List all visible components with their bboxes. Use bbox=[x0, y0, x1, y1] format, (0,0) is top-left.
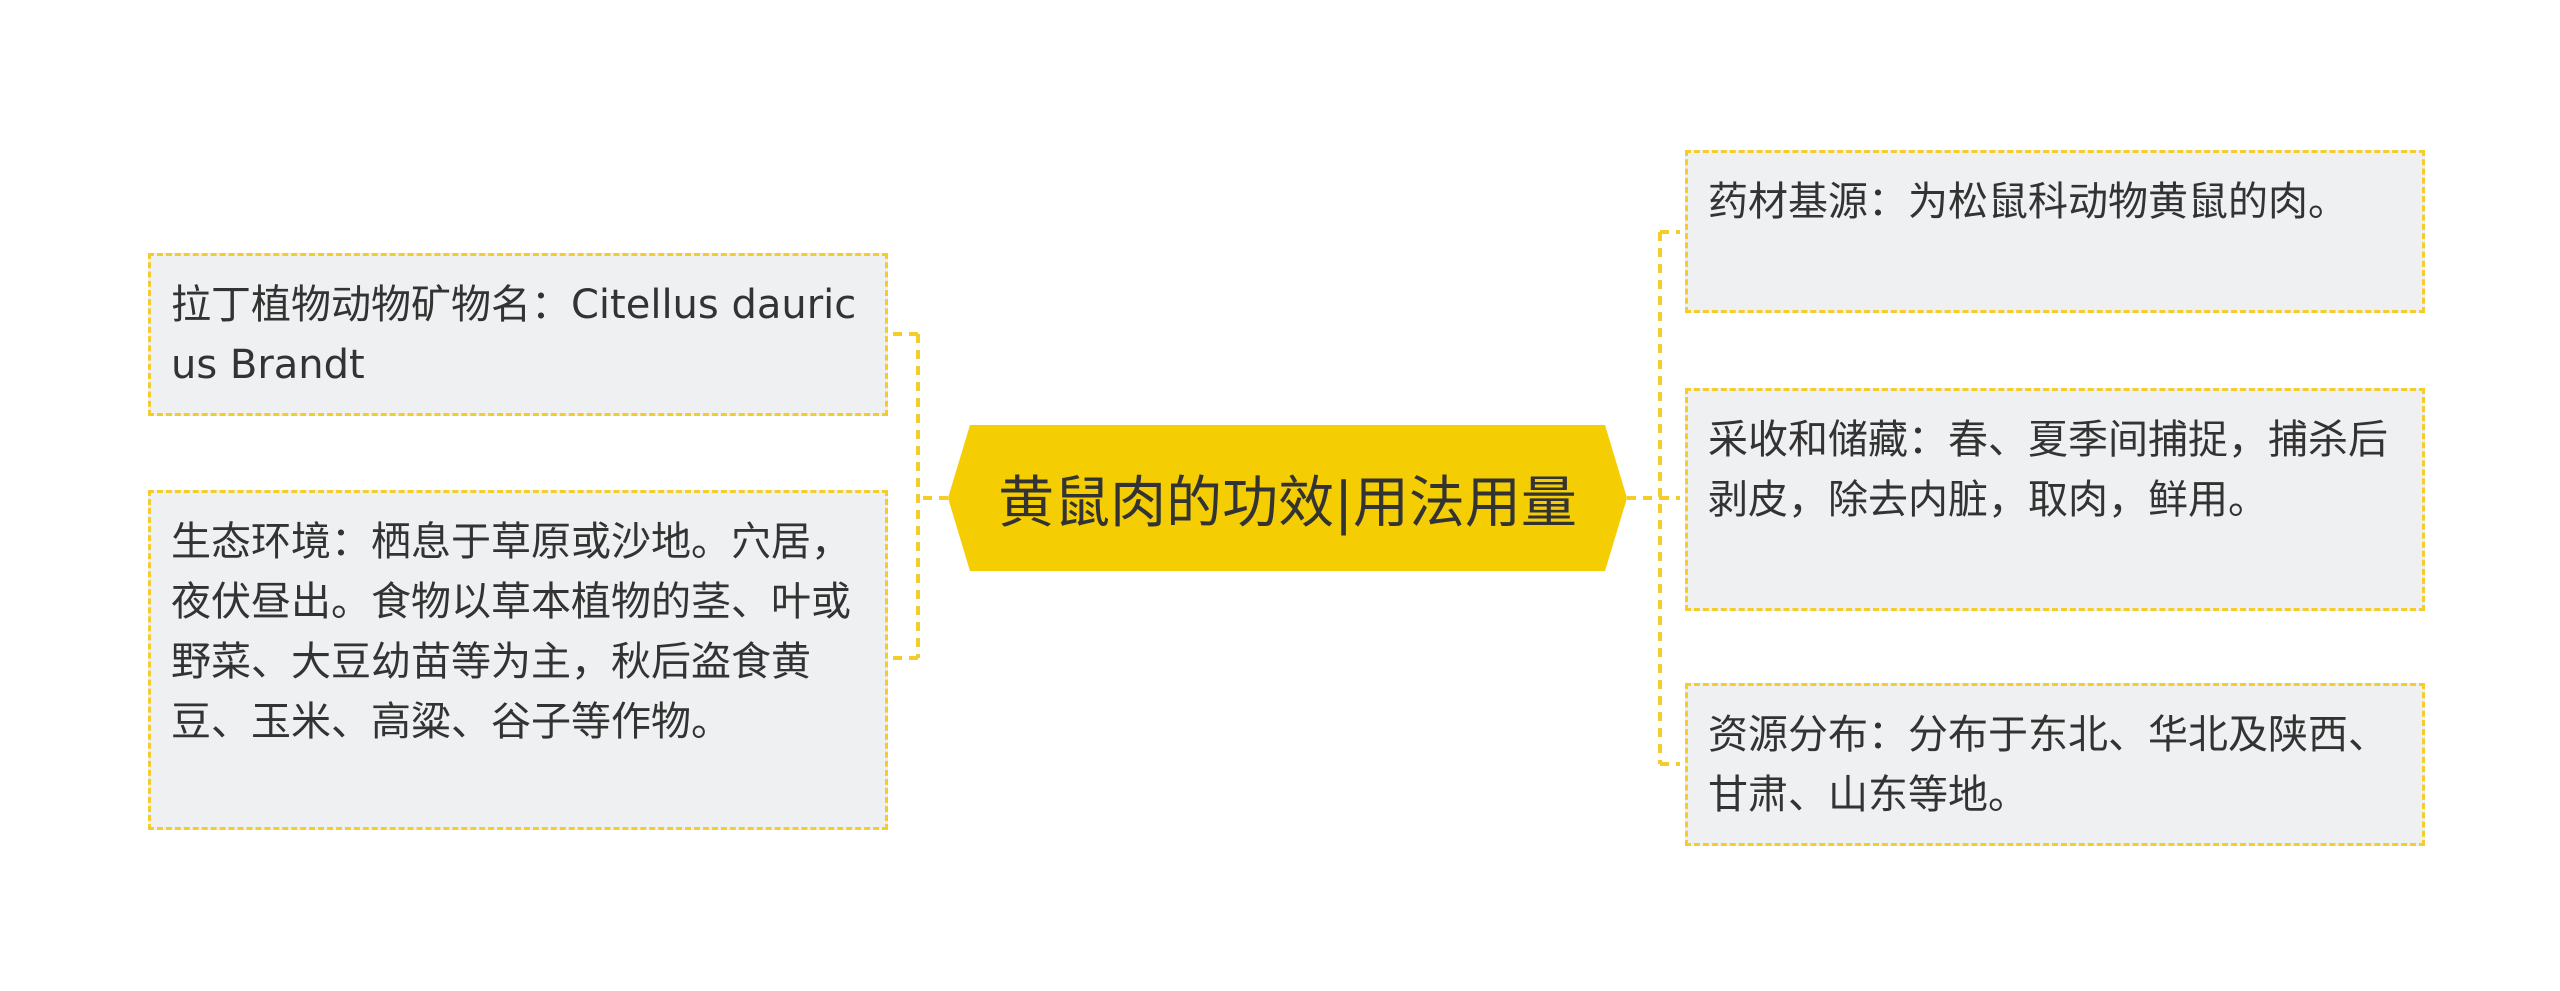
branch-text: 资源分布：分布于东北、华北及陕西、甘肃、山东等地。 bbox=[1708, 712, 2388, 818]
root-node-title[interactable]: 黄鼠肉的功效|用法用量 bbox=[998, 470, 1577, 536]
branch-text: 生态环境：栖息于草原或沙地。穴居，夜伏昼出。食物以草本植物的茎、叶或野菜、大豆幼… bbox=[171, 519, 851, 745]
branch-text: 药材基源：为松鼠科动物黄鼠的肉。 bbox=[1708, 179, 2348, 225]
branch-node-latin-name[interactable]: 拉丁植物动物矿物名：Citellus dauricus Brandt bbox=[148, 253, 888, 416]
branch-node-habitat[interactable]: 生态环境：栖息于草原或沙地。穴居，夜伏昼出。食物以草本植物的茎、叶或野菜、大豆幼… bbox=[148, 490, 888, 830]
branch-node-harvest-storage[interactable]: 采收和储藏：春、夏季间捕捉，捕杀后剥皮，除去内脏，取肉，鲜用。 bbox=[1685, 388, 2425, 611]
branch-text: 拉丁植物动物矿物名：Citellus dauricus Brandt bbox=[171, 282, 857, 388]
root-node-shape bbox=[948, 425, 1627, 571]
branch-node-distribution[interactable]: 资源分布：分布于东北、华北及陕西、甘肃、山东等地。 bbox=[1685, 683, 2425, 846]
branch-text: 采收和储藏：春、夏季间捕捉，捕杀后剥皮，除去内脏，取肉，鲜用。 bbox=[1708, 417, 2388, 523]
branch-node-source[interactable]: 药材基源：为松鼠科动物黄鼠的肉。 bbox=[1685, 150, 2425, 313]
